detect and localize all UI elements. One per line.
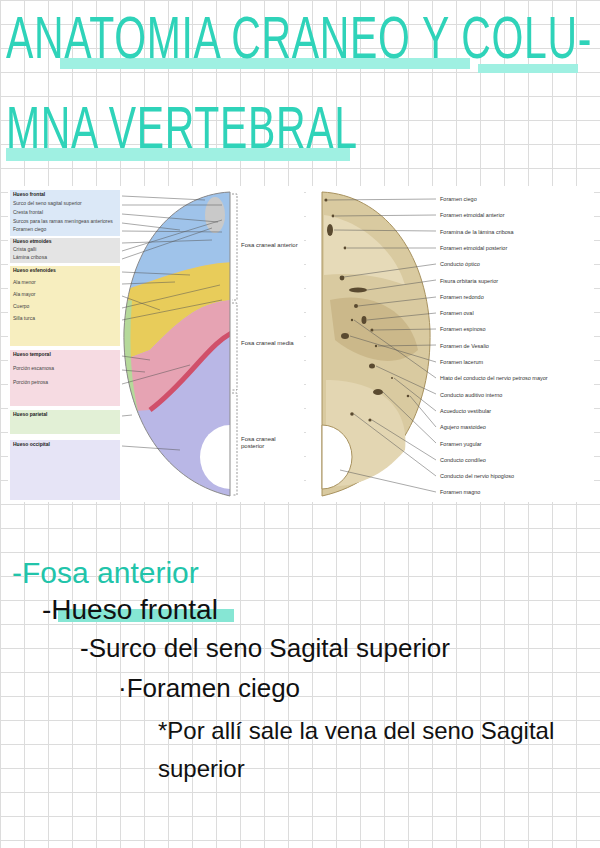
foramen-label: Foramen de Vesalio: [440, 343, 489, 349]
group-box: [10, 266, 120, 346]
part-label: Cuerpo: [13, 304, 29, 310]
note-item: ·Foramen ciego: [118, 674, 300, 704]
part-label: Ala menor: [13, 280, 36, 286]
group-box: [10, 410, 120, 434]
group-heading: Hueso temporal: [13, 352, 51, 358]
group-heading: Hueso etmoides: [13, 239, 52, 245]
part-label: Crista galli: [13, 247, 36, 253]
foramen-label: Foramen magno: [440, 489, 480, 495]
part-label: Cresta frontal: [13, 210, 43, 216]
foramen-label: Foramen ciego: [440, 196, 477, 202]
part-label: Ala mayor: [13, 292, 36, 298]
foramen-label: Foramen redondo: [440, 294, 484, 300]
note-item: *Por allí sale la vena del seno Sagital …: [158, 712, 590, 789]
leader-lines: [328, 199, 436, 492]
region-label: Fosa craneal anterior: [241, 242, 299, 249]
foramen-label: Foramen etmoidal anterior: [440, 212, 505, 218]
foramen-label: Fisura orbitaria superior: [440, 278, 498, 284]
foramen-label: Conducto condíleo: [440, 457, 486, 463]
image-panel: [306, 186, 594, 502]
leader-lines: [122, 196, 222, 450]
fossa-bracket: [232, 194, 237, 495]
group-heading: Hueso occipital: [13, 442, 50, 448]
foramen-label: Conducto auditivo interno: [440, 392, 502, 398]
group-heading: Hueso esfenoides: [13, 268, 56, 274]
foramen-label: Foramen espinoso: [440, 326, 486, 332]
group-box: [10, 440, 120, 500]
foramen-label: Foramen etmoidal posterior: [440, 245, 507, 251]
foramen-label: Agujero mastoideo: [440, 424, 486, 430]
group-heading: Hueso parietal: [13, 412, 47, 418]
foramen-label: Foramen oval: [440, 310, 474, 316]
part-label: Foramen ciego: [13, 227, 46, 233]
group-box: [10, 238, 120, 263]
part-label: Porción escamosa: [13, 366, 54, 372]
foramen-label: Hiato del conducto del nervio petroso ma…: [440, 375, 548, 381]
foramen-label: Conducto óptico: [440, 261, 480, 267]
image-panel: [8, 186, 304, 502]
region-label: Fosa craneal media: [241, 340, 299, 347]
region-label: Fosa craneal posterior: [241, 436, 299, 450]
foramen-label: Acueducto vestibular: [440, 408, 491, 414]
group-box: [10, 350, 120, 406]
part-label: Surcos para las ramas meníngeas anterior…: [13, 219, 113, 225]
part-label: Porción petrosa: [13, 380, 48, 386]
note-heading: -Fosa anterior: [12, 556, 199, 591]
foramen-label: Foramen yugular: [440, 441, 482, 447]
foramen-label: Foramina de la lámina cribosa: [440, 229, 514, 235]
page-title: MNA VERTEBRAL: [6, 98, 358, 158]
part-label: Silla turca: [13, 316, 35, 322]
part-label: Lámina cribosa: [13, 255, 47, 261]
foramen-label: Conducto del nervio hipogloso: [440, 473, 514, 479]
page-title: ANATOMIA CRANEO Y COLU-: [6, 8, 592, 68]
group-box: [10, 190, 120, 236]
part-label: Surco del seno sagital superior: [13, 201, 82, 207]
foramen-label: Foramen lacerum: [440, 359, 483, 365]
group-heading: Hueso frontal: [13, 192, 45, 198]
skull-base-colored: [118, 188, 238, 500]
note-item: -Hueso frontal: [42, 594, 218, 626]
note-item: -Surco del seno Sagital superior: [80, 634, 450, 664]
